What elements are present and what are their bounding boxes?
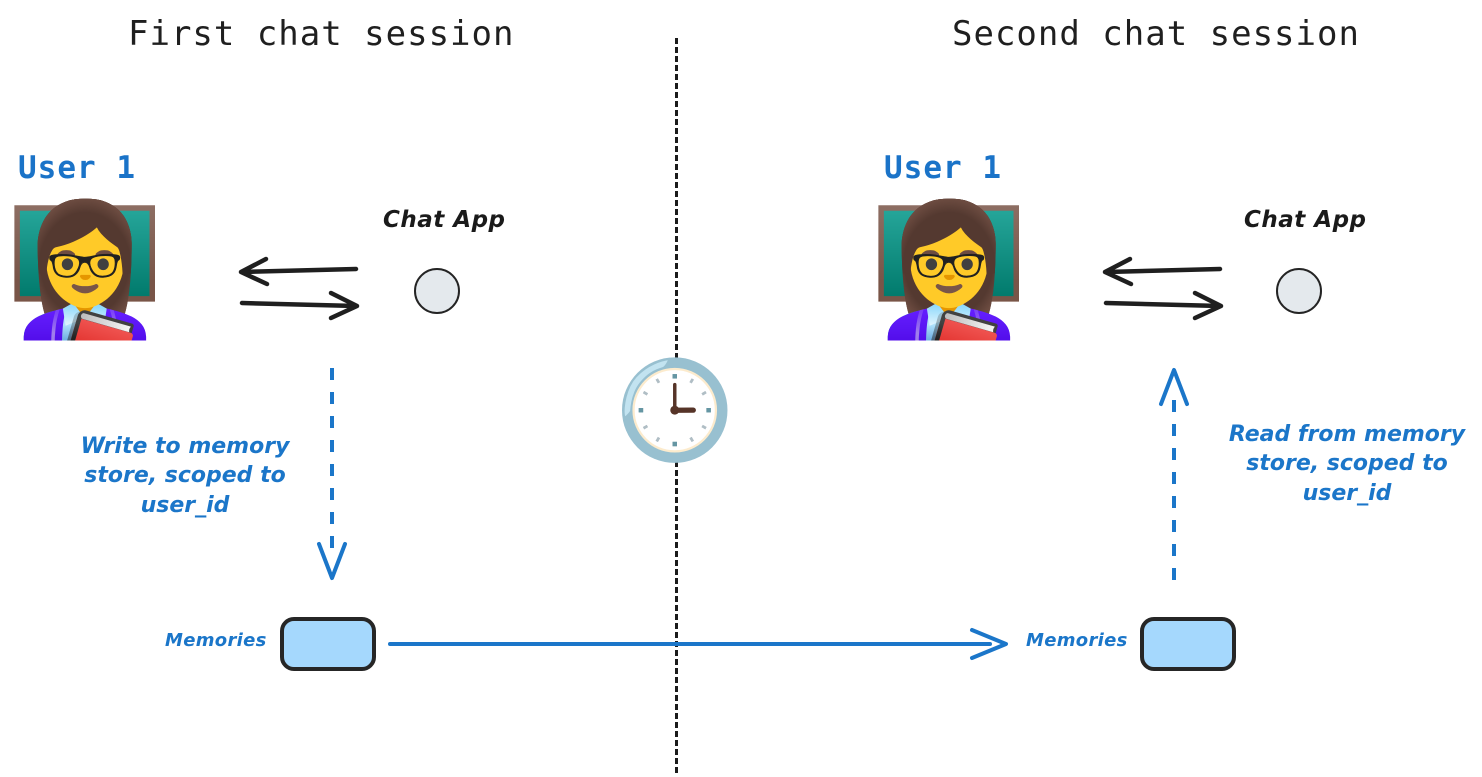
session-title-second: Second chat session [952, 14, 1360, 54]
persistence-link-arrow [388, 624, 1016, 664]
memory-store-box-first[interactable] [280, 617, 376, 671]
read-flow-arrow-up [1152, 366, 1202, 582]
exchange-arrows-second [1094, 252, 1244, 322]
vertical-dashed-divider [675, 38, 678, 773]
avatar-second: 👩‍🏫 [869, 196, 1029, 345]
user-label-second: User 1 [884, 150, 1002, 186]
memory-store-box-second[interactable] [1140, 617, 1236, 671]
note-line: user_id [1302, 480, 1392, 506]
clock-icon: 🕒 [615, 354, 735, 466]
exchange-arrows-first [230, 252, 380, 322]
chat-app-label-first: Chat App [383, 207, 506, 233]
chat-app-label-second: Chat App [1244, 207, 1367, 233]
user-label-first: User 1 [18, 150, 136, 186]
chat-app-circle-first[interactable] [414, 268, 460, 314]
note-write-to-memory: Write to memory store, scoped to user_id [50, 432, 320, 520]
memories-label-second: Memories [1026, 630, 1128, 651]
write-flow-arrow-down [310, 366, 360, 582]
avatar-first: 👩‍🏫 [5, 196, 165, 345]
note-line: store, scoped to [84, 463, 286, 489]
memories-label-first: Memories [165, 630, 267, 651]
note-line: Write to memory [80, 434, 290, 459]
note-line: Read from memory [1228, 422, 1466, 447]
note-line: user_id [140, 492, 230, 518]
session-title-first: First chat session [128, 14, 515, 54]
note-read-from-memory: Read from memory store, scoped to user_i… [1212, 420, 1482, 508]
note-line: store, scoped to [1246, 451, 1448, 477]
chat-app-circle-second[interactable] [1276, 268, 1322, 314]
